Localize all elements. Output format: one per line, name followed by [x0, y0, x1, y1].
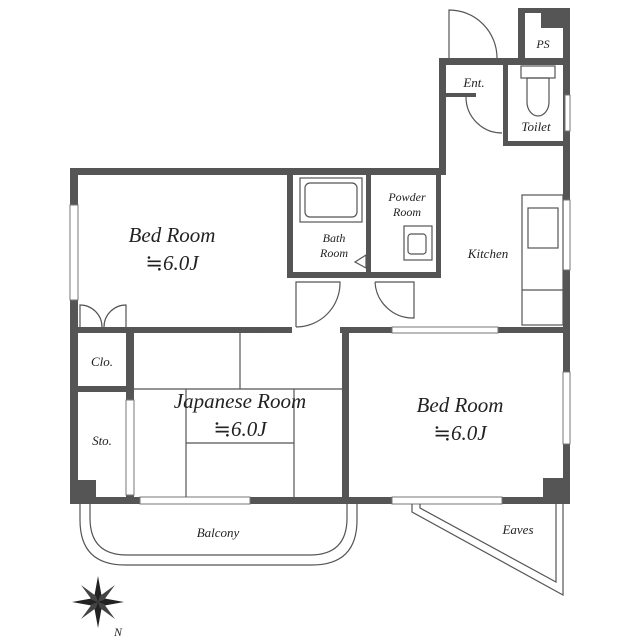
powder-label-1: Powder: [387, 190, 426, 204]
fixtures: [134, 65, 564, 497]
bedroom-west-name: Bed Room: [129, 223, 216, 247]
entrance-label: Ent.: [462, 75, 484, 90]
closet-label: Clo.: [91, 354, 113, 369]
compass-north-label: N: [113, 625, 123, 639]
bedroom-west-size: ≒6.0J: [145, 251, 200, 275]
japanese-room-size: ≒6.0J: [213, 417, 268, 441]
bedroom-east-size: ≒6.0J: [433, 421, 488, 445]
room-labels: Bed Room ≒6.0J Japanese Room ≒6.0J Bed R…: [91, 37, 551, 540]
doors: [79, 9, 503, 331]
toilet-label: Toilet: [521, 119, 551, 134]
compass: N: [72, 576, 124, 639]
storage-label: Sto.: [92, 433, 112, 448]
bath-label-1: Bath: [323, 231, 346, 245]
ps-label: PS: [535, 37, 549, 51]
balcony-label: Balcony: [197, 525, 240, 540]
balcony: [79, 504, 358, 566]
windows: [69, 94, 571, 505]
eaves: [411, 504, 564, 597]
japanese-room-name: Japanese Room: [174, 389, 306, 413]
kitchen-label: Kitchen: [467, 246, 508, 261]
powder-label-2: Room: [392, 205, 421, 219]
bedroom-east-name: Bed Room: [417, 393, 504, 417]
eaves-label: Eaves: [501, 522, 533, 537]
bath-label-2: Room: [319, 246, 348, 260]
